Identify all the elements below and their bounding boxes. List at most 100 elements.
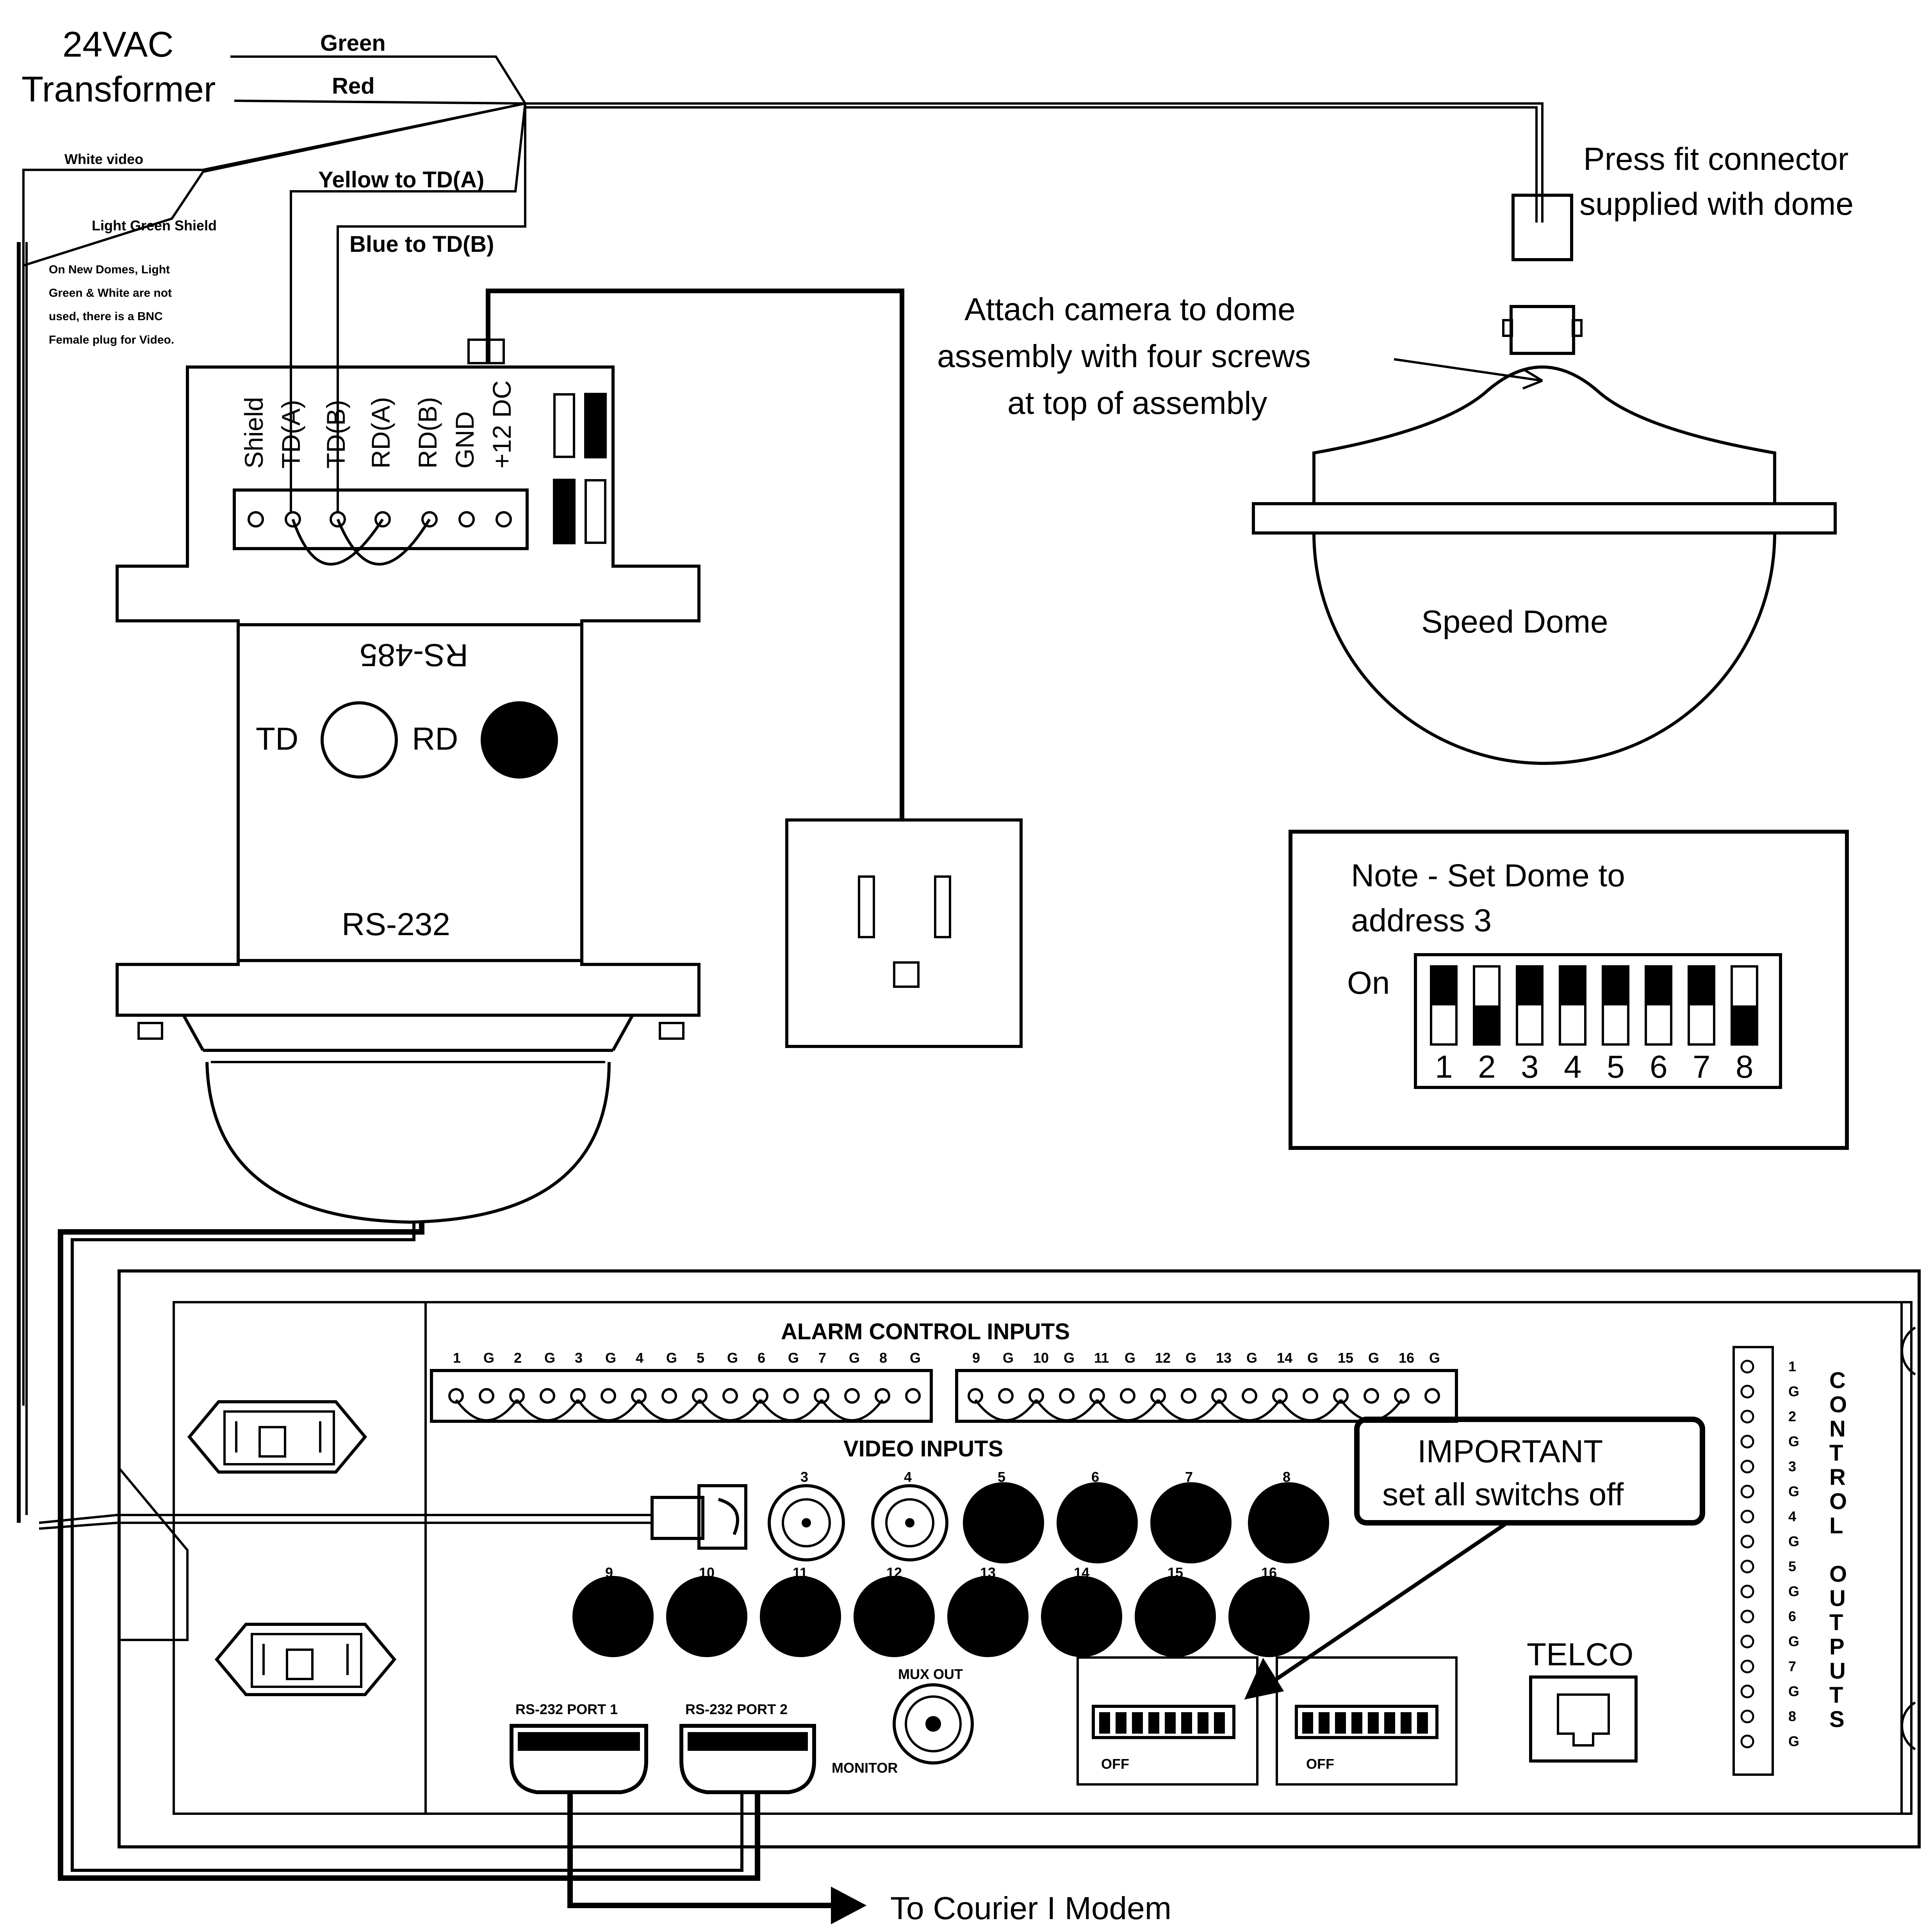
- alarm-input-label: 12: [1155, 1350, 1171, 1366]
- dip-note-line1: Note - Set Dome to: [1351, 858, 1625, 893]
- terminal-screw: [458, 511, 475, 528]
- alarm-terminal: [1242, 1388, 1257, 1404]
- alarm-input-label: 8: [879, 1350, 887, 1366]
- rs232-port-1: [510, 1724, 648, 1794]
- off-label-1: OFF: [1101, 1756, 1129, 1772]
- control-output-terminal: [1740, 1560, 1754, 1574]
- mux-out-label: MUX OUT: [898, 1666, 963, 1682]
- dip-switch-lever: [1732, 1005, 1757, 1044]
- video-bnc: [1057, 1482, 1138, 1563]
- wall-outlet: [785, 818, 1023, 1048]
- wire-yellow-label: Yellow to TD(A): [318, 167, 484, 192]
- wire-blue-label: Blue to TD(B): [349, 232, 494, 257]
- alarm-terminal: [1120, 1388, 1135, 1404]
- alarm-jumper: [1279, 1399, 1342, 1422]
- dip-switch-lever: [1560, 966, 1585, 1005]
- control-output-terminal: [1740, 1435, 1754, 1449]
- control-outputs-title-letter: P: [1829, 1634, 1845, 1659]
- wire-green-label: Green: [320, 30, 386, 56]
- alarm-jumper: [638, 1399, 701, 1422]
- dip-switch-lever: [1603, 966, 1628, 1005]
- video-input-label: 8: [1283, 1469, 1290, 1485]
- important-box: [1354, 1417, 1705, 1526]
- alarm-terminal: [631, 1388, 647, 1404]
- video-bnc: [854, 1576, 935, 1657]
- control-output-label: G: [1788, 1383, 1799, 1399]
- control-output-terminal: [1740, 1584, 1754, 1599]
- alarm-jumper: [820, 1399, 884, 1422]
- control-output-label: 3: [1788, 1458, 1796, 1474]
- alarm-jumper: [974, 1399, 1037, 1422]
- control-output-terminal: [1740, 1410, 1754, 1424]
- terminal-screws: [248, 511, 512, 528]
- alarm-terminal: [722, 1388, 738, 1404]
- control-output-label: 5: [1788, 1558, 1796, 1574]
- dip-block-1: OFF: [1077, 1656, 1258, 1786]
- alarm-terminal: [692, 1388, 708, 1404]
- press-fit-label-line1: Press fit connector: [1583, 141, 1848, 177]
- dome-note-line4: Female plug for Video.: [49, 333, 174, 346]
- alarm-terminal: [905, 1388, 921, 1404]
- alarm-input-label: G: [1368, 1350, 1379, 1366]
- alarm-terminal: [1364, 1388, 1379, 1404]
- alarm-terminal: [479, 1388, 494, 1404]
- alarm-terminal: [783, 1388, 799, 1404]
- camera-attach-note: Attach camera to dome assembly with four…: [937, 292, 1543, 421]
- video-bnc: [947, 1576, 1028, 1657]
- control-output-terminal: [1740, 1709, 1754, 1723]
- important-arrow-line: [1264, 1521, 1508, 1689]
- alarm-terminal: [540, 1388, 555, 1404]
- transformer-wiring: 24VAC Transformer Green Red White video …: [17, 25, 1544, 1523]
- alarm-input-label: 4: [636, 1350, 643, 1366]
- alarm-terminals: [448, 1388, 1440, 1422]
- important-line1: IMPORTANT: [1417, 1434, 1603, 1469]
- dip-tooth: [1368, 1712, 1379, 1734]
- terminal-label: RD(B): [413, 397, 442, 469]
- video-bnc: [1135, 1576, 1216, 1657]
- dip-tooth: [1319, 1712, 1330, 1734]
- terminal-screw: [248, 511, 264, 528]
- rs485-label: RS-485: [360, 637, 468, 673]
- dip-tooth: [1384, 1712, 1395, 1734]
- alarm-terminal: [1181, 1388, 1196, 1404]
- off-label-2: OFF: [1306, 1756, 1334, 1772]
- dip-switch-lever: [1517, 966, 1542, 1005]
- control-outputs-strip: [1732, 1346, 1774, 1776]
- alarm-terminal: [844, 1388, 860, 1404]
- alarm-terminal: [1028, 1388, 1044, 1404]
- control-output-terminal: [1740, 1385, 1754, 1399]
- speed-dome-label: Speed Dome: [1421, 604, 1608, 640]
- dip-switch-number: 7: [1693, 1049, 1711, 1085]
- alarm-terminal: [1211, 1388, 1227, 1404]
- dip-tooth: [1148, 1712, 1159, 1734]
- alarm-input-label: 5: [697, 1350, 704, 1366]
- telco-label: TELCO: [1527, 1637, 1633, 1672]
- alarm-input-label: G: [727, 1350, 738, 1366]
- terminal-label: GND: [450, 411, 479, 469]
- control-output-label: 4: [1788, 1508, 1796, 1524]
- dip-tooth: [1132, 1712, 1143, 1734]
- dome-note-line1: On New Domes, Light: [49, 263, 170, 276]
- alarm-input-label: 14: [1277, 1350, 1292, 1366]
- control-outputs-title-letter: O: [1829, 1561, 1847, 1587]
- wire-light-green-label: Light Green Shield: [92, 217, 217, 233]
- dip-tooth: [1165, 1712, 1176, 1734]
- alarm-terminal: [1150, 1388, 1166, 1404]
- control-output-terminal: [1740, 1634, 1754, 1649]
- alarm-input-label: 13: [1216, 1350, 1232, 1366]
- video-bnc: [1150, 1482, 1232, 1563]
- dip-switch-lever: [1431, 966, 1456, 1005]
- alarm-terminal: [814, 1388, 829, 1404]
- alarm-terminal: [1059, 1388, 1075, 1404]
- alarm-input-label: 7: [818, 1350, 826, 1366]
- dip-note-line2: address 3: [1351, 903, 1492, 938]
- alarm-jumper: [1218, 1399, 1281, 1422]
- alarm-terminal: [1272, 1388, 1288, 1404]
- alarm-input-label: 10: [1033, 1350, 1049, 1366]
